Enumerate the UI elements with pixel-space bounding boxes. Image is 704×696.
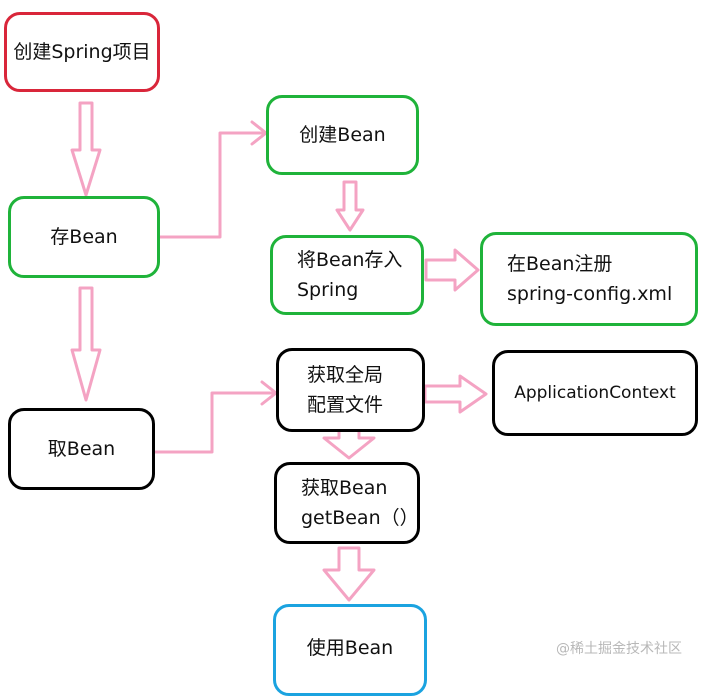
node-get-bean: 取Bean (8, 408, 155, 490)
arrow-put-to-register (424, 248, 480, 292)
arrow-project-to-store (70, 101, 102, 197)
node-put-into-spring-line2: Spring (297, 279, 359, 301)
arrow-store-to-get (70, 286, 102, 402)
watermark: @稀土掘金技术社区 (556, 641, 682, 657)
node-application-context-label: ApplicationContext (514, 383, 676, 403)
node-get-global-config: 获取全局 配置文件 (276, 348, 425, 432)
line-store-to-create (158, 131, 264, 239)
node-create-bean-label: 创建Bean (299, 124, 386, 146)
connector-layer (70, 101, 488, 602)
node-getbean-method: 获取Bean getBean（） (274, 462, 420, 544)
node-getbean-method-line2: getBean（） (301, 507, 419, 529)
node-register-bean-line1: 在Bean注册 (507, 253, 613, 275)
arrow-config-to-context (423, 374, 488, 414)
node-use-bean-label: 使用Bean (306, 637, 394, 659)
node-use-bean: 使用Bean (273, 604, 427, 696)
node-get-global-config-line1: 获取全局 (307, 364, 384, 386)
node-create-spring-project: 创建Spring项目 (4, 12, 160, 92)
node-store-bean-label: 存Bean (50, 226, 118, 248)
node-create-spring-project-label: 创建Spring项目 (13, 41, 151, 63)
line-get-to-config (153, 391, 276, 454)
node-getbean-method-line1: 获取Bean (301, 477, 388, 499)
node-application-context: ApplicationContext (492, 350, 698, 436)
node-put-into-spring-line1: 将Bean存入 (297, 249, 403, 271)
arrow-config-to-getbean (322, 426, 376, 460)
arrow-getbean-to-use (322, 546, 376, 602)
node-register-bean: 在Bean注册 spring-config.xml (480, 232, 698, 326)
node-create-bean: 创建Bean (266, 95, 419, 175)
node-get-bean-label: 取Bean (47, 438, 116, 460)
node-get-global-config-line2: 配置文件 (307, 394, 384, 416)
node-register-bean-line2: spring-config.xml (507, 283, 673, 305)
node-store-bean: 存Bean (8, 196, 160, 278)
node-put-into-spring: 将Bean存入 Spring (270, 235, 424, 315)
arrow-create-to-put (335, 180, 365, 232)
